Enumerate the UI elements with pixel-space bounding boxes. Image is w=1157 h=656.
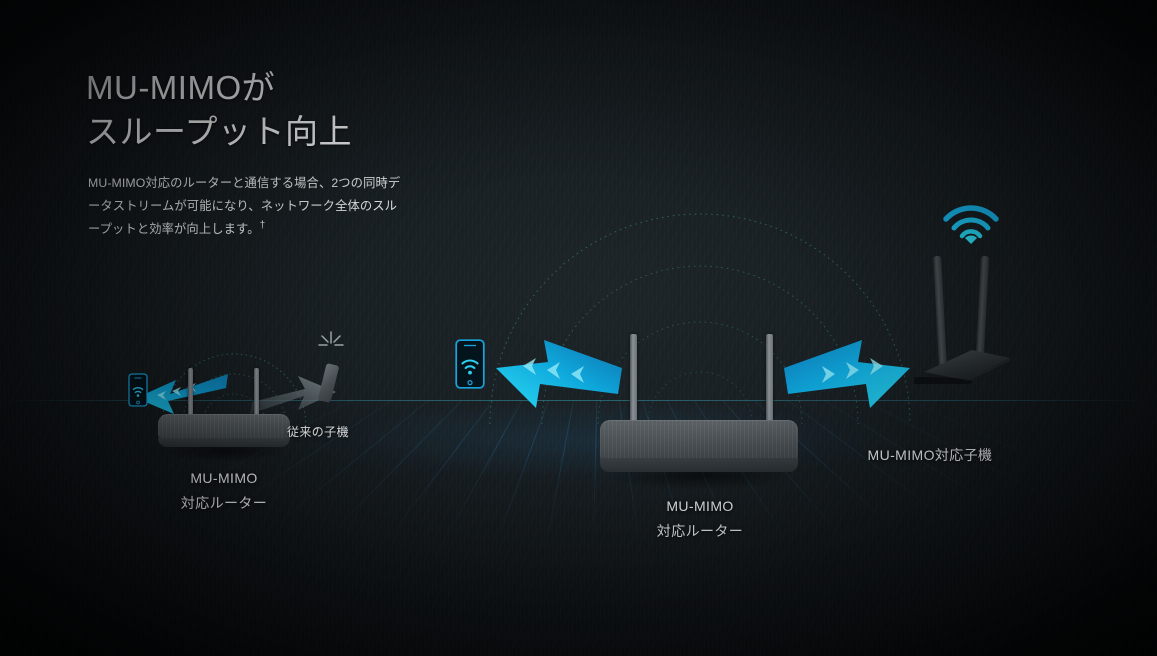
page-title: MU-MIMOが スループット向上 (86, 69, 353, 150)
mu-mimo-router-body-top (600, 420, 798, 462)
phone-wifi-icon (455, 339, 485, 389)
left-router-antenna-1 (188, 368, 193, 420)
footnote-marker: † (259, 220, 266, 232)
left-router-body-front (158, 438, 290, 447)
wifi-icon (943, 205, 999, 244)
mu-mimo-router-caption: MU-MIMO 対応ルーター (656, 498, 744, 539)
description-text: MU-MIMO対応のルーターと通信する場合、2つの同時データストリームが可能にな… (88, 176, 401, 237)
description-paragraph: MU-MIMO対応のルーターと通信する場合、2つの同時データストリームが可能にな… (88, 172, 406, 241)
mu-mimo-router-device (600, 334, 798, 490)
usb-adapter-icon (914, 350, 1010, 384)
mu-mimo-usb-adapter (914, 200, 1026, 384)
mu-mimo-stream-arrow-right (782, 332, 914, 427)
right-stream-arrow-svg (784, 340, 910, 408)
phone-wifi-icon (128, 373, 148, 407)
mu-mimo-router-vents (600, 420, 798, 462)
mu-mimo-router-antenna-1 (630, 334, 637, 430)
left-router-caption: MU-MIMO 対応ルーター (180, 470, 268, 511)
mu-mimo-client-phone (455, 339, 485, 394)
left-client-phone (128, 373, 148, 412)
spark-icon (318, 331, 344, 346)
left-router-device (158, 368, 290, 462)
mu-mimo-client-caption: MU-MIMO対応子機 (867, 447, 993, 463)
left-router-antenna-2 (254, 368, 259, 420)
mu-mimo-router-body-front (600, 458, 798, 472)
left-router-body-top (158, 414, 290, 440)
mu-mimo-router-antenna-2 (766, 334, 773, 430)
left-router-vents (158, 414, 290, 440)
